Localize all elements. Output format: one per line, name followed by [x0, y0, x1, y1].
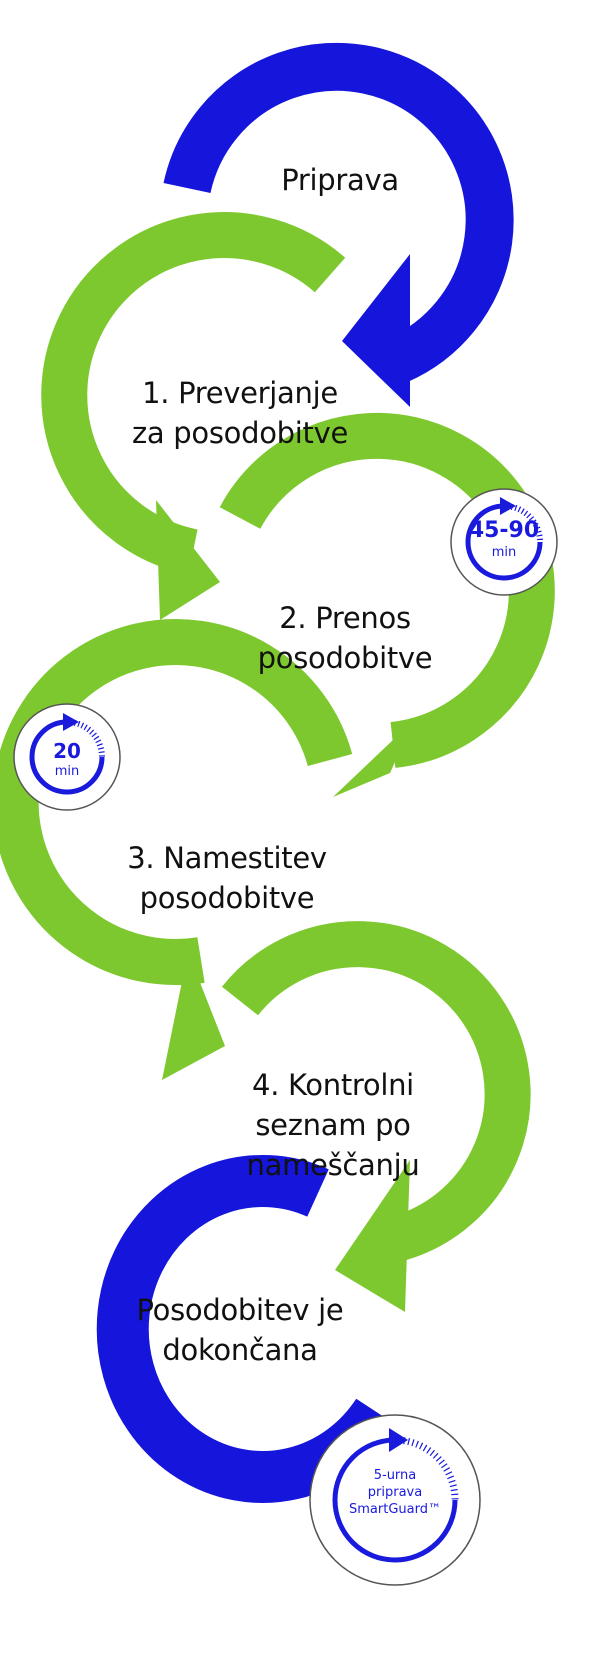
done-blue-ring: [96, 1154, 400, 1503]
smartguard-badge: [309, 1414, 481, 1586]
step2-line-2: posodobitve: [257, 641, 433, 675]
step-label-checklist: 4. Kontrolni seznam po nameščanju: [228, 1065, 438, 1185]
done-line-2: dokončana: [162, 1333, 318, 1367]
step-label-download: 2. Prenos posodobitve: [240, 598, 450, 678]
prep-blue-arrow: [163, 42, 514, 407]
step4-green-arrow: [221, 921, 531, 1312]
step-label-prep: Priprava: [270, 160, 410, 200]
download-timer-badge: [450, 488, 558, 596]
done-line-1: Posodobitev je: [136, 1293, 344, 1327]
prep-line-1: Priprava: [281, 163, 399, 197]
step1-line-1: 1. Preverjanje: [142, 376, 338, 410]
smartguard-text: 5-urna priprava SmartGuard™: [340, 1467, 450, 1518]
step-label-install: 3. Namestitev posodobitve: [112, 838, 342, 918]
smartguard-line-2: priprava: [367, 1485, 423, 1500]
step1-line-2: za posodobitve: [131, 416, 348, 450]
step4-line-1: 4. Kontrolni: [252, 1068, 414, 1102]
smartguard-line-3: SmartGuard™: [349, 1502, 441, 1517]
step4-line-3: nameščanju: [246, 1148, 420, 1182]
step4-line-2: seznam po: [255, 1108, 411, 1142]
install-timer-unit: min: [54, 764, 80, 779]
step3-line-2: posodobitve: [139, 881, 315, 915]
smartguard-line-1: 5-urna: [373, 1468, 417, 1483]
stopwatch-icon: [465, 497, 543, 581]
step-label-done: Posodobitev je dokončana: [110, 1290, 370, 1370]
step2-line-1: 2. Prenos: [279, 601, 411, 635]
install-timer-badge: [13, 703, 121, 811]
download-timer-value: 45-90: [468, 518, 540, 543]
download-timer-unit: min: [491, 545, 517, 560]
stopwatch-icon: [332, 1428, 459, 1563]
install-timer-value: 20: [53, 739, 81, 763]
step1-green-arrow: [41, 212, 346, 620]
step-label-check: 1. Preverjanje za posodobitve: [125, 373, 355, 453]
step3-line-1: 3. Namestitev: [127, 841, 327, 875]
stopwatch-icon: [29, 713, 105, 795]
